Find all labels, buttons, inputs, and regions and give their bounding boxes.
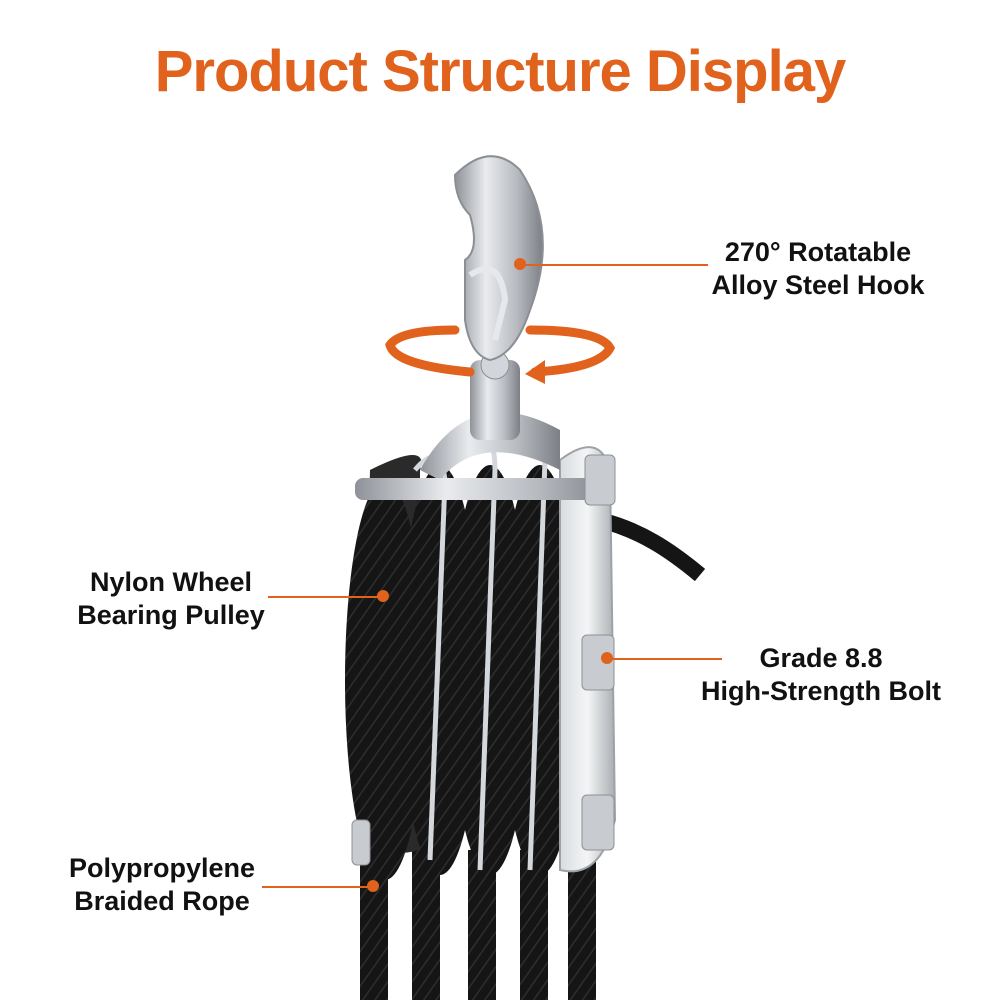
top-saddle — [420, 412, 560, 480]
rope-callout-line1: Polypropylene — [68, 853, 256, 883]
bolt-callout-dot — [601, 652, 613, 664]
bolt-leader-line — [608, 658, 722, 660]
axle-bolts — [351, 454, 616, 866]
wheel-callout-line1: Nylon Wheel — [89, 567, 252, 597]
page-title: Product Structure Display — [154, 39, 846, 104]
rope-callout-label: Polypropylene Braided Rope — [52, 852, 272, 918]
rope-callout-line2: Braided Rope — [74, 886, 250, 916]
hook-callout-label: 270° Rotatable Alloy Steel Hook — [702, 236, 934, 302]
wheel-callout-line2: Bearing Pulley — [77, 600, 265, 630]
rope-callout-dot — [367, 880, 379, 892]
hook-callout-line1: 270° Rotatable — [724, 237, 912, 267]
hook-leader-line — [522, 264, 708, 266]
swivel-hook — [453, 155, 544, 440]
hook-callout-line2: Alloy Steel Hook — [711, 270, 925, 300]
rotation-arrow-icon — [385, 325, 616, 384]
wheel-callout-dot — [377, 590, 389, 602]
rope-leader-line — [262, 886, 372, 888]
hook-callout-dot — [514, 258, 526, 270]
wheel-leader-line — [268, 596, 382, 598]
wheel-callout-label: Nylon Wheel Bearing Pulley — [66, 566, 276, 632]
bolt-callout-line2: High-Strength Bolt — [701, 676, 941, 706]
bolt-callout-label: Grade 8.8 High-Strength Bolt — [686, 642, 956, 708]
bolt-callout-line1: Grade 8.8 — [759, 643, 883, 673]
